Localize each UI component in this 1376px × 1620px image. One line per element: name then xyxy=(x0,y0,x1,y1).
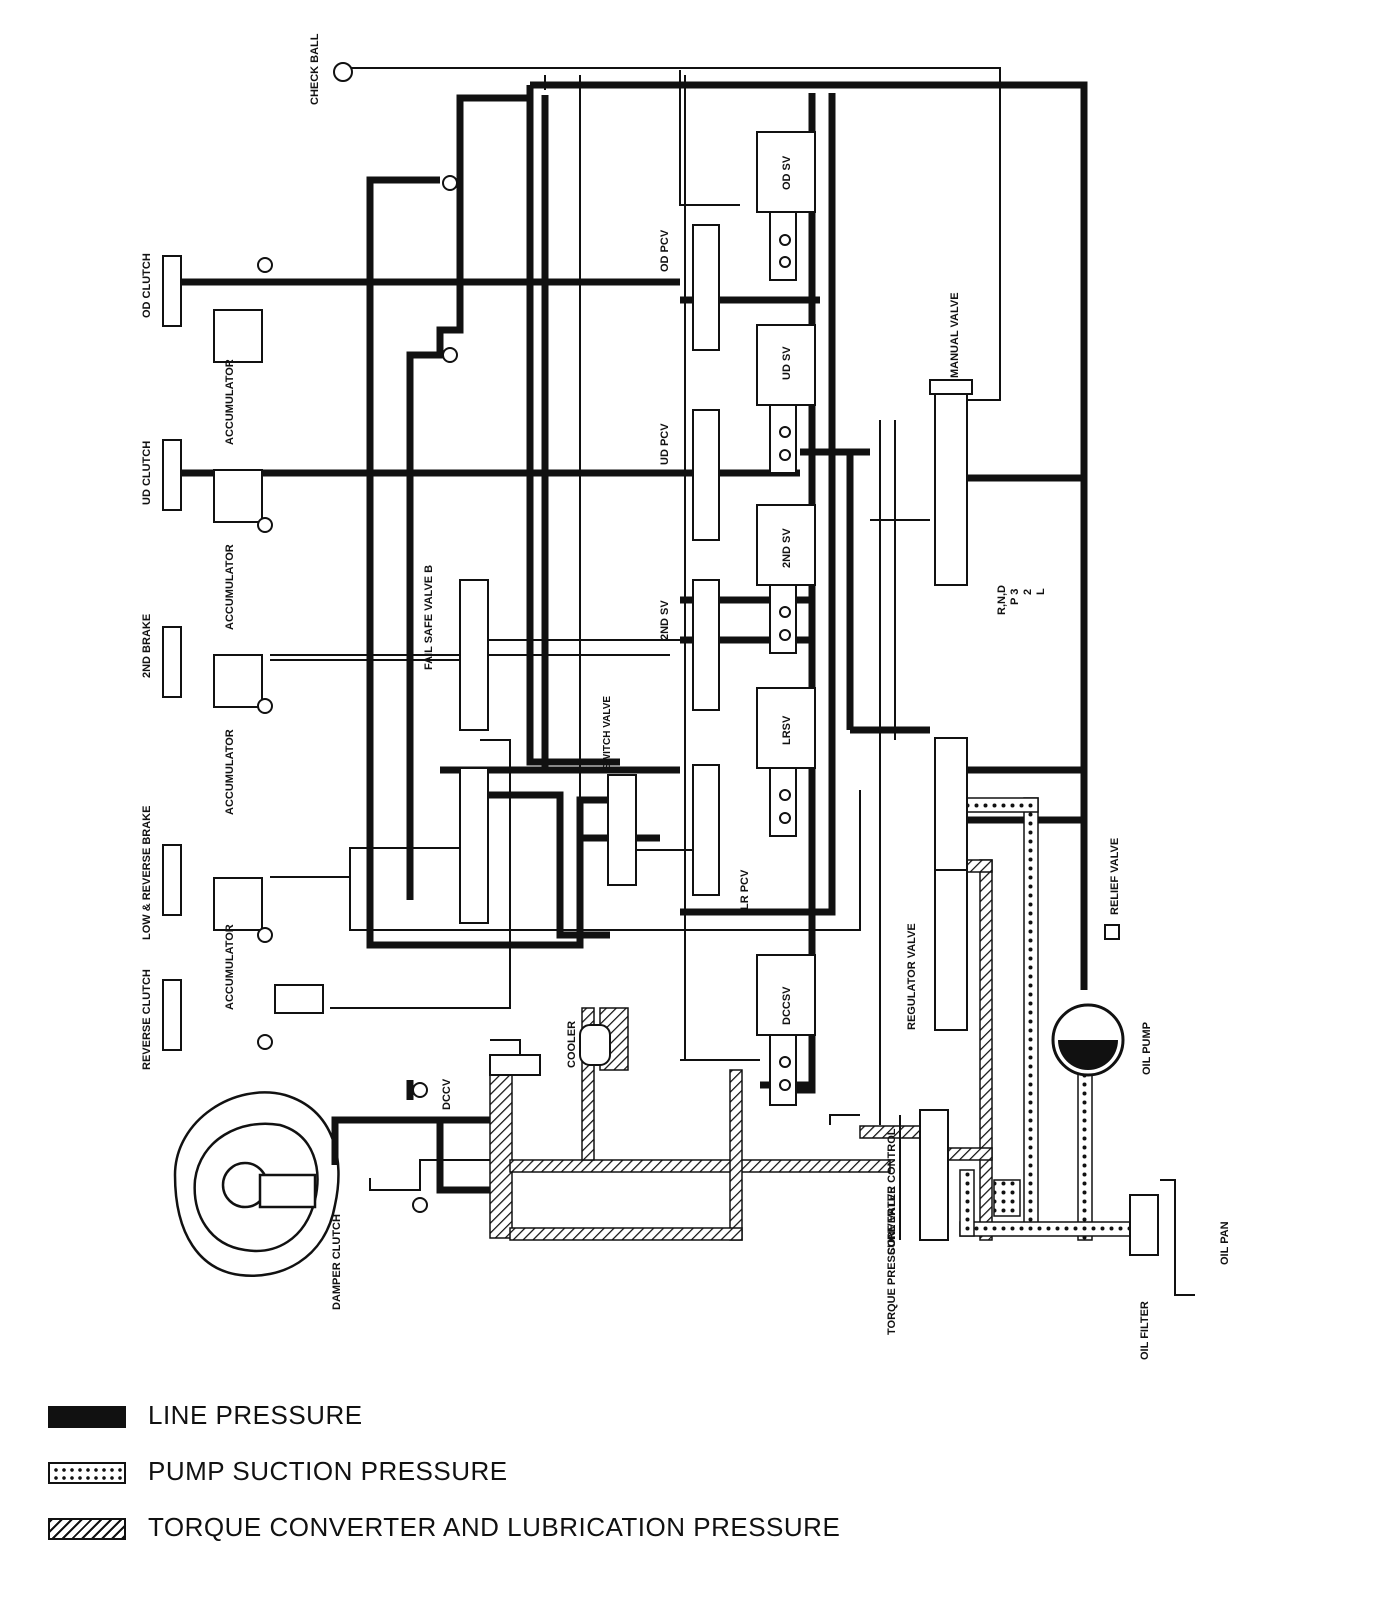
pump-suction-circuits xyxy=(959,797,1157,1241)
pump-suction-swatch xyxy=(48,1462,126,1484)
range-rnd-label: R,N,D xyxy=(996,585,1008,615)
cooler-label: COOLER xyxy=(566,1021,578,1068)
check-ball-label: CHECK BALL xyxy=(309,33,321,105)
check-balls xyxy=(257,62,791,1213)
second-brake-label: 2ND BRAKE xyxy=(141,614,153,678)
lr-pcv-label: LR PCV xyxy=(739,869,751,910)
range-p3-label: P 3 xyxy=(1009,589,1021,605)
switch-valve-label: SWITCH VALVE xyxy=(602,696,613,770)
relief-valve-label: RELIEF VALVE xyxy=(1109,838,1121,915)
oil-pump-label: OIL PUMP xyxy=(1141,1022,1153,1075)
torque-pressure-valve-label: TORQUE PRESSURE VALVE xyxy=(886,1186,898,1335)
accumulator-label-1: ACCUMULATOR xyxy=(224,359,236,445)
component-labels: CHECK BALL OD CLUTCH UD CLUTCH 2ND BRAKE… xyxy=(141,33,1231,1360)
second-sv-label: 2ND SV xyxy=(781,528,793,568)
dccsv-label: DCCSV xyxy=(781,986,793,1025)
ud-pcv-label: UD PCV xyxy=(659,423,671,465)
regulator-valve-label: REGULATOR VALVE xyxy=(906,923,918,1030)
reverse-clutch-label: REVERSE CLUTCH xyxy=(141,969,153,1070)
legend-label: PUMP SUCTION PRESSURE xyxy=(148,1456,508,1486)
legend-label: TORQUE CONVERTER AND LUBRICATION PRESSUR… xyxy=(148,1512,841,1542)
ud-sv-label: UD SV xyxy=(781,346,793,380)
oil-filter-label: OIL FILTER xyxy=(1139,1301,1151,1360)
od-sv-box xyxy=(756,131,816,213)
valves xyxy=(162,131,1195,1296)
od-clutch-label: OD CLUTCH xyxy=(141,253,153,318)
line-pressure-swatch xyxy=(48,1406,126,1428)
damper-clutch-label: DAMPER CLUTCH xyxy=(331,1214,343,1310)
accumulator-label-2: ACCUMULATOR xyxy=(224,544,236,630)
oil-pump xyxy=(1051,1003,1125,1077)
thin-lines xyxy=(270,67,1001,1240)
low-reverse-brake-label: LOW & REVERSE BRAKE xyxy=(141,806,153,940)
lrsv-label: LRSV xyxy=(781,715,793,745)
ud-sv-box xyxy=(756,324,816,406)
od-sv-label: OD SV xyxy=(781,155,793,190)
second-sv-side-label: 2ND SV xyxy=(659,600,671,640)
range-l-label: L xyxy=(1035,588,1047,595)
torque-converter-swatch xyxy=(48,1518,126,1540)
dccsv-box xyxy=(756,954,816,1036)
fail-safe-valve-b-label: FAIL SAFE VALVE B xyxy=(423,565,435,670)
accumulator-label-3: ACCUMULATOR xyxy=(224,729,236,815)
torque-converter xyxy=(173,1091,340,1277)
legend-label: LINE PRESSURE xyxy=(148,1400,363,1430)
accumulator-label-4: ACCUMULATOR xyxy=(224,924,236,1010)
converter-control-label: CONVERTER CONTROL xyxy=(886,1128,898,1255)
od-pcv-label: OD PCV xyxy=(659,229,671,272)
range-2-label: 2 xyxy=(1022,589,1034,595)
oil-pan-label: OIL PAN xyxy=(1219,1221,1231,1265)
dccv-label: DCCV xyxy=(441,1078,453,1110)
ud-clutch-label: UD CLUTCH xyxy=(141,441,153,505)
manual-valve-label: MANUAL VALVE xyxy=(949,292,961,378)
